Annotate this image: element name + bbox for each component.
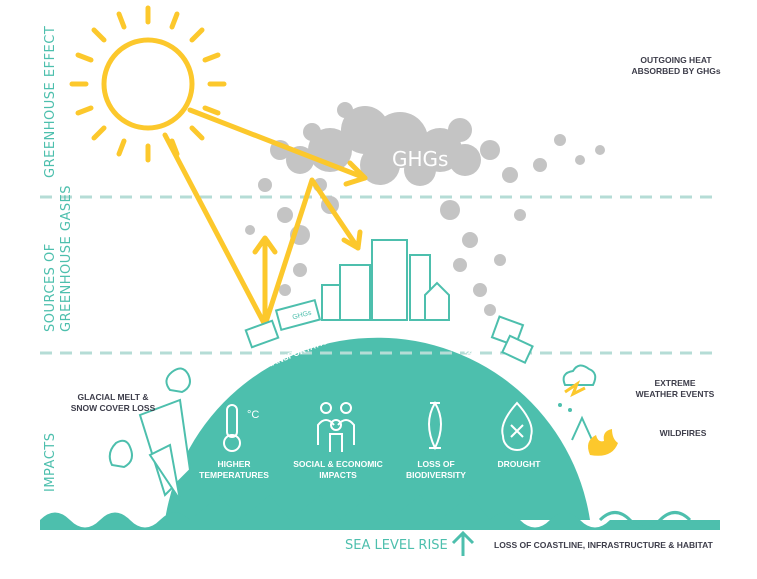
- ghg-cloud-label: GHGs: [392, 147, 448, 171]
- impact-social-2: IMPACTS: [319, 470, 357, 480]
- cloud-icon-2: [108, 439, 133, 469]
- glacial-melt-1: GLACIAL MELT &: [78, 392, 149, 402]
- truck-label: GHGs: [292, 309, 313, 321]
- thermometer-icon: [223, 404, 241, 452]
- sea-waves: [40, 495, 720, 530]
- outgoing-heat-2: ABSORBED BY GHGs: [631, 66, 720, 76]
- fish-icon: [428, 401, 442, 451]
- impact-higher-temperatures-1: HIGHER: [217, 459, 250, 469]
- label-impacts: IMPACTS: [43, 433, 58, 493]
- cloud-icon: [165, 367, 191, 394]
- truck-icon: [244, 298, 534, 364]
- coastline-loss: LOSS OF COASTLINE, INFRASTRUCTURE & HABI…: [494, 540, 714, 550]
- glacial-melt-2: SNOW COVER LOSS: [71, 403, 156, 413]
- drought-drop-icon: [501, 401, 533, 451]
- arrow-up-icon: [451, 530, 475, 556]
- storm-icon: [558, 364, 597, 412]
- impact-biodiversity-2: BIODIVERSITY: [406, 470, 466, 480]
- outgoing-heat-1: OUTGOING HEAT: [640, 55, 712, 65]
- sea-level-rise: SEA LEVEL RISE: [345, 538, 448, 553]
- label-sources-1: SOURCES OF: [43, 243, 58, 332]
- impact-drought: DROUGHT: [498, 459, 542, 469]
- impact-social-1: SOCIAL & ECONOMIC: [293, 459, 383, 469]
- impact-biodiversity-1: LOSS OF: [417, 459, 454, 469]
- sun-icon: [69, 5, 227, 163]
- label-sources-2: GREENHOUSE GASES: [59, 185, 74, 332]
- heat-arrows: [162, 107, 368, 328]
- wildfire-icon: [571, 415, 618, 456]
- source-buildings: BUILDINGS: [372, 322, 420, 336]
- thermometer-unit: °C: [247, 409, 259, 421]
- family-icon: [317, 402, 355, 452]
- earth: [165, 337, 590, 520]
- extreme-weather-2: WEATHER EVENTS: [636, 389, 715, 399]
- glacier-icon: [138, 398, 192, 501]
- wildfires-label: WILDFIRES: [660, 428, 707, 438]
- buildings-icon: [321, 239, 450, 321]
- extreme-weather-1: EXTREME: [654, 378, 695, 388]
- label-greenhouse-effect: GREENHOUSE EFFECT: [43, 26, 58, 178]
- impact-higher-temperatures-2: TEMPERATURES: [199, 470, 269, 480]
- sea-waves-outline: [598, 511, 692, 529]
